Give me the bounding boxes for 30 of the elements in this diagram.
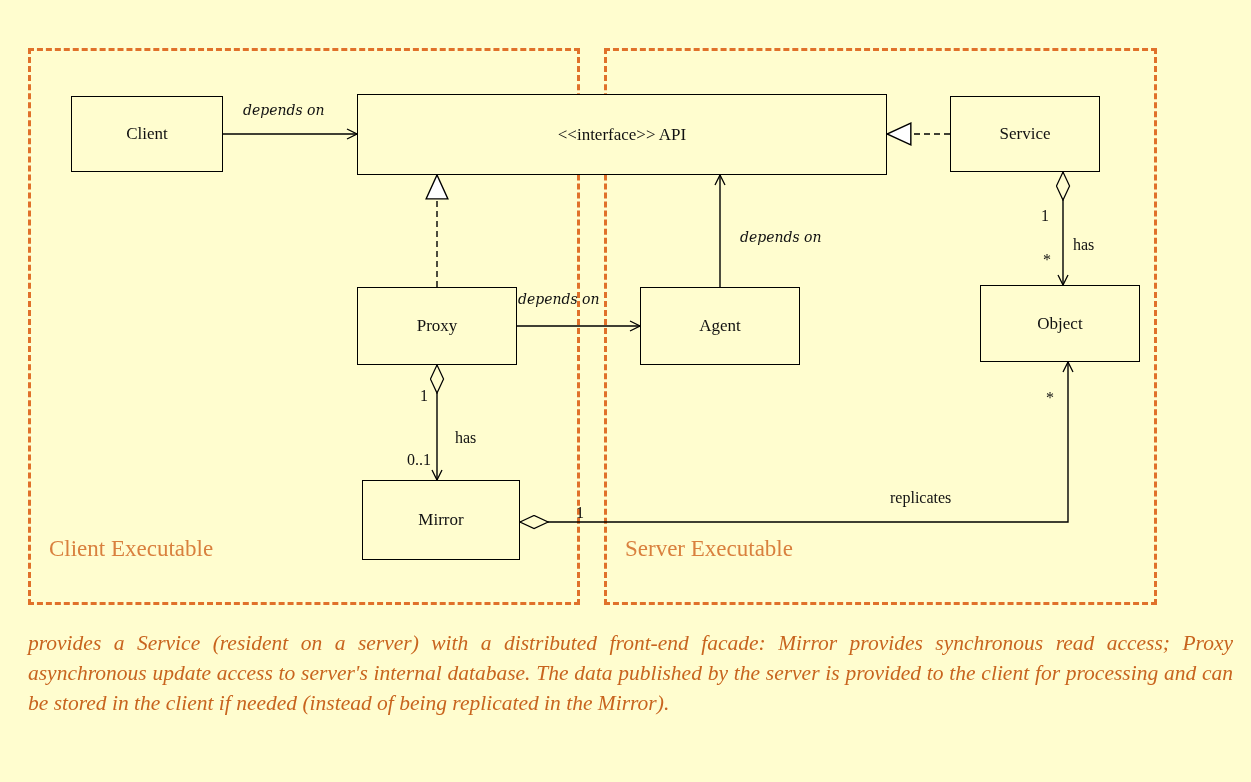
class-box: Service — [950, 96, 1100, 172]
dependency-arrow — [222, 128, 358, 140]
multiplicity-label: * — [1043, 252, 1051, 268]
dependency-arrow — [516, 320, 641, 332]
multiplicity-label: * — [1046, 390, 1054, 406]
multiplicity-label: 1 — [576, 505, 584, 521]
multiplicity-label: 1 — [1041, 208, 1049, 224]
dependency-arrow — [714, 174, 726, 288]
edge-label: depends on — [243, 103, 325, 117]
aggregation-arrow — [1055, 171, 1071, 286]
edge-label: has — [455, 430, 477, 446]
multiplicity-label: 1 — [420, 388, 428, 404]
edge-label: replicates — [890, 490, 952, 506]
realization-arrow — [886, 122, 951, 146]
class-box: Agent — [640, 287, 800, 365]
edge-label: depends on — [740, 230, 822, 244]
region-label: Client Executable — [49, 536, 214, 562]
class-box: <<interface>> API — [357, 94, 887, 175]
caption: provides a Service (resident on a server) with a distributed front-end facade: Mirror provides synchronous read access; Proxy asynchronous update access to server's internal database. The data published by the server is provided to the client for processing and can be stored in the client if needed (instead of being replicated in the Mirror). — [28, 630, 1233, 718]
multiplicity-label: 0..1 — [407, 452, 431, 468]
edge-label: has — [1073, 237, 1095, 253]
class-box: Client — [71, 96, 223, 172]
region-label: Server Executable — [625, 536, 793, 562]
class-box: Object — [980, 285, 1140, 362]
edge-label: depends on — [518, 292, 600, 306]
aggregation-arrow — [429, 364, 445, 481]
realization-arrow — [425, 174, 449, 288]
class-box: Mirror — [362, 480, 520, 560]
class-box: Proxy — [357, 287, 517, 365]
aggregation-arrow — [519, 361, 1074, 530]
